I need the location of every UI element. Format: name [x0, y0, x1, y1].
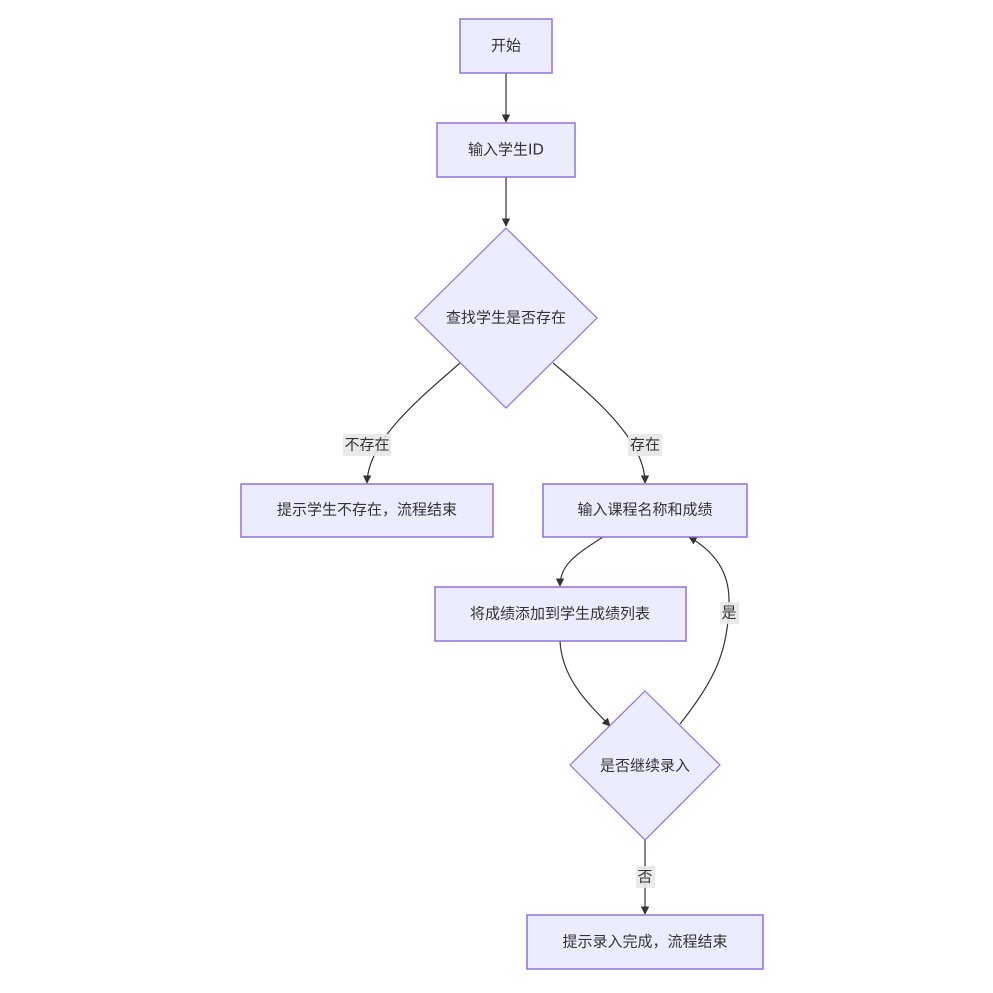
edge-label-yes-bg [720, 602, 739, 624]
start-label: 开始 [491, 37, 521, 55]
continue-diamond [569, 690, 721, 841]
check-exists-label: 查找学生是否存在 [446, 309, 566, 327]
edge-label-not-exist-bg [343, 434, 391, 456]
node-not-exist-end: 提示学生不存在，流程结束 [240, 483, 494, 538]
edge-label-exists-text: 存在 [630, 436, 660, 454]
not-exist-end-label: 提示学生不存在，流程结束 [277, 501, 457, 519]
node-input-id: 输入学生ID [436, 122, 576, 178]
continue-label: 是否继续录入 [600, 757, 690, 775]
check-exists-diamond [414, 227, 598, 409]
edge-continue-yes-loop [679, 536, 730, 725]
edge-label-no-text: 否 [637, 868, 652, 886]
edge-label-no: 否 [636, 866, 655, 888]
edge-input-course-to-add-grade [555, 536, 604, 587]
input-course-box [542, 483, 748, 538]
edge-label-yes: 是 [720, 602, 739, 624]
edge-label-exists-bg [628, 434, 662, 456]
add-grade-label: 将成绩添加到学生成绩列表 [470, 605, 650, 623]
node-done-end: 提示录入完成，流程结束 [526, 914, 764, 970]
edge-label-exists: 存在 [628, 434, 662, 456]
edge-add-grade-to-continue [559, 640, 611, 727]
edge-label-not-exist: 不存在 [343, 434, 391, 456]
input-id-box [436, 122, 576, 178]
edge-check-to-not-exist [362, 362, 461, 484]
edge-check-to-input-course [552, 362, 650, 484]
start-box [459, 18, 553, 74]
node-input-course: 输入课程名称和成绩 [542, 483, 748, 538]
node-start: 开始 [459, 18, 553, 74]
input-course-label: 输入课程名称和成绩 [577, 501, 712, 519]
edges [362, 73, 730, 915]
node-add-grade: 将成绩添加到学生成绩列表 [434, 586, 687, 642]
not-exist-end-box [240, 483, 494, 538]
add-grade-box [434, 586, 687, 642]
edge-label-no-bg [636, 866, 655, 888]
done-end-box [526, 914, 764, 970]
node-continue-question: 是否继续录入 [569, 690, 721, 841]
edge-label-yes-text: 是 [721, 604, 736, 622]
edge-label-not-exist-text: 不存在 [344, 436, 389, 454]
done-end-label: 提示录入完成，流程结束 [562, 933, 727, 951]
input-id-label: 输入学生ID [468, 141, 544, 159]
node-check-exists: 查找学生是否存在 [414, 227, 598, 409]
